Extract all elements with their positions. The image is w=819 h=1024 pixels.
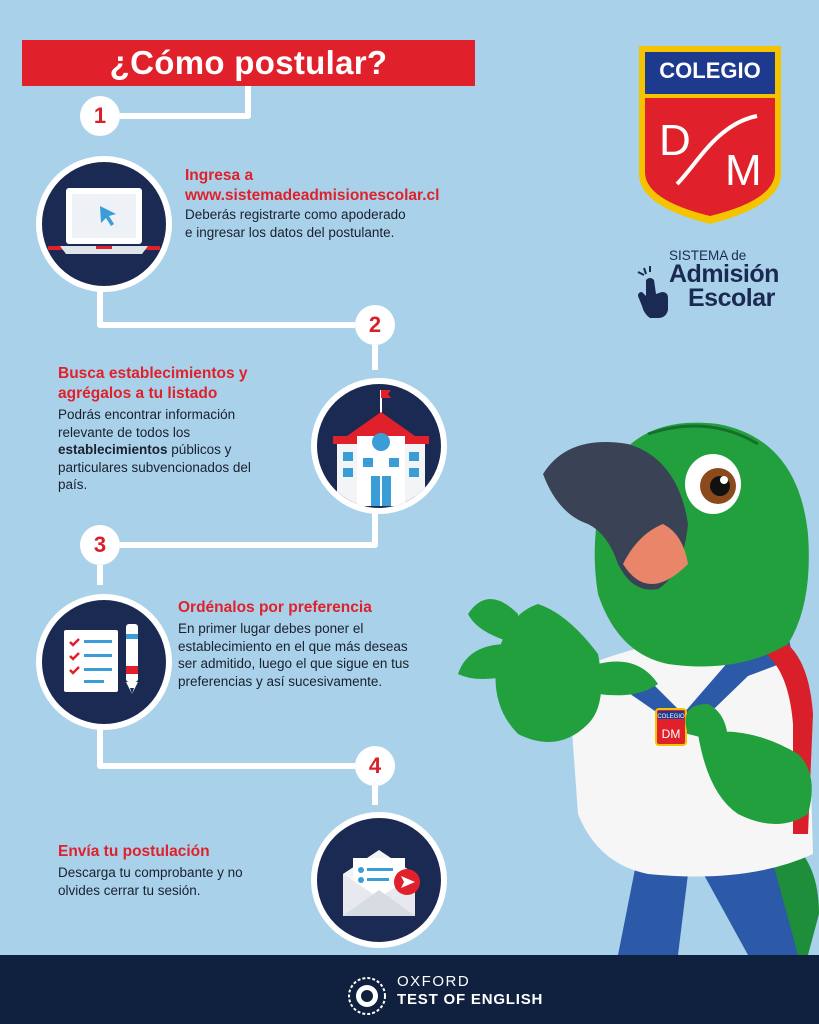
envelope-send-icon	[343, 850, 420, 916]
step-number: 2	[368, 312, 382, 337]
step-number-badge: 1	[80, 96, 120, 136]
step-number-badge: 3	[80, 525, 120, 565]
colegio-dm-logo: COLEGIO D M	[637, 44, 783, 226]
title-banner: ¿Cómo postular?	[22, 40, 475, 86]
crest-letter: D	[659, 116, 691, 165]
step-description: Deberás registrarte como apoderado	[185, 207, 406, 222]
step-title: agrégalos a tu listado	[58, 385, 218, 402]
school-building-icon	[333, 390, 429, 506]
admision-label: Admisión	[669, 260, 779, 288]
page-title: ¿Cómo postular?	[109, 44, 388, 81]
step-3-text: Ordénalos por preferencia En primer luga…	[178, 598, 409, 690]
step-description: En primer lugar debes poner el	[178, 621, 364, 636]
mascot-badge-label: COLEGIO	[657, 714, 685, 720]
step-bold-text: establecimientos	[58, 442, 168, 457]
step-title: Ingresa a	[185, 167, 254, 184]
step-2-text: Busca establecimientos y agrégalos a tu …	[58, 364, 251, 494]
step-title: Ordénalos por preferencia	[178, 599, 372, 616]
escolar-label: Escolar	[688, 284, 775, 312]
laptop-cursor-icon	[48, 188, 160, 254]
parrot-mascot-icon: COLEGIO DM	[458, 422, 819, 955]
crest-shape-icon	[639, 46, 781, 224]
step-number-badge: 2	[355, 305, 395, 345]
step-description: país.	[58, 477, 88, 492]
step-description: Descarga tu comprobante y no	[58, 865, 243, 880]
step-url: www.sistemadeadmisionescolar.cl	[185, 187, 440, 204]
step-description: particulares subvencionados del	[58, 459, 251, 475]
step-title: Busca establecimientos y	[58, 365, 248, 382]
step-2-circle	[311, 378, 447, 514]
footer-bar: OXFORD TEST OF ENGLISH	[0, 955, 819, 1024]
step-1-text: Ingresa a www.sistemadeadmisionescolar.c…	[185, 166, 439, 241]
step-title: Envía tu postulación	[58, 843, 210, 860]
step-number: 3	[93, 532, 107, 557]
step-description: preferencias y así sucesivamente.	[178, 673, 383, 689]
step-description: ser admitido, luego el que sigue en tus	[178, 656, 410, 671]
step-number-badge: 4	[355, 746, 395, 786]
oxford-seal-icon	[348, 977, 386, 1015]
step-description: olvides cerrar tu sesión.	[58, 882, 201, 898]
step-description: relevante de todos los	[58, 424, 191, 440]
step-description: establecimiento en el que más deseas	[178, 638, 408, 654]
sistema-admision-logo: SISTEMA de Admisión Escolar	[636, 248, 796, 318]
pointing-hand-icon	[637, 266, 668, 318]
step-description: Podrás encontrar información	[58, 407, 236, 422]
checklist-pen-icon	[64, 624, 138, 694]
crest-label: COLEGIO	[659, 58, 761, 83]
sistema-label: SISTEMA de	[669, 248, 747, 263]
step-description-part: públicos y	[167, 442, 232, 457]
step-number: 1	[93, 103, 107, 128]
step-1-circle	[36, 156, 172, 292]
step-description: establecimientos públicos y	[58, 441, 251, 459]
footer-brand-line2: TEST OF ENGLISH	[397, 991, 544, 1008]
step-4-text: Envía tu postulación Descarga tu comprob…	[58, 842, 243, 899]
step-3-circle	[36, 594, 172, 730]
mascot-badge-letters: DM	[662, 727, 681, 741]
crest-letter: M	[725, 146, 762, 195]
footer-brand-line1: OXFORD	[397, 973, 471, 990]
step-description: e ingresar los datos del postulante.	[185, 224, 395, 240]
step-number: 4	[368, 753, 382, 778]
step-4-circle	[311, 812, 447, 948]
